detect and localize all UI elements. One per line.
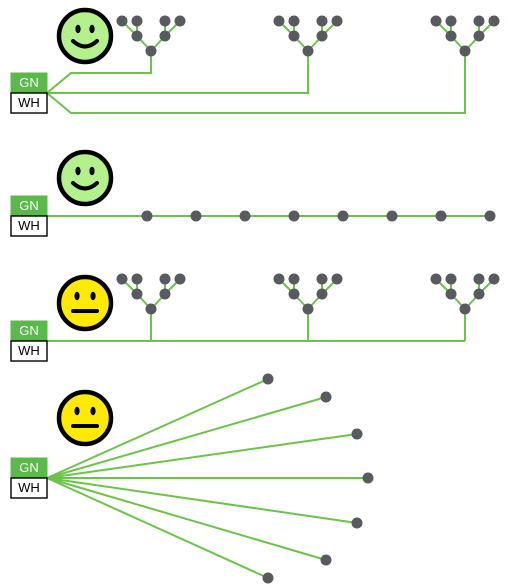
panel-3-tree-1-leaf-node-3 xyxy=(159,273,171,285)
panel-3-tree-3-branch-node-1 xyxy=(445,288,457,300)
panel-2-chain-node-7 xyxy=(435,210,447,222)
panel-2-chain-node-2 xyxy=(190,210,202,222)
panel-1-tree-2-branch-node-2 xyxy=(316,30,328,42)
wh-label-text: WH xyxy=(18,218,40,233)
panel-1-tree-3-branch-node-1 xyxy=(445,30,457,42)
happy-face-icon xyxy=(56,149,114,207)
panel-1-tree-1-root-node xyxy=(145,45,157,57)
panel-1-tree-3-leaf-node-3 xyxy=(473,15,485,27)
wh-label-box xyxy=(10,215,48,237)
panel-4-spoke-wire-6 xyxy=(46,477,327,561)
panel-2-chain-node-6 xyxy=(386,210,398,222)
wh-label-text: WH xyxy=(18,343,40,358)
wire-color-labels: GN WH xyxy=(10,320,48,362)
panel-1-tree-1-branch-node-2 xyxy=(159,30,171,42)
panel-1-tree-2-root-node xyxy=(302,45,314,57)
panel-1-tree-3-leaf-node-1 xyxy=(430,15,442,27)
panel-1-tree-2-leaf-node-1 xyxy=(273,15,285,27)
gn-label-text: GN xyxy=(19,75,39,90)
panel-1-tree-1-branch-node-1 xyxy=(131,30,143,42)
gn-label-text: GN xyxy=(19,198,39,213)
panel-3-tree-3-root-node xyxy=(459,303,471,315)
panel-4-star-node-4 xyxy=(362,472,374,484)
panel-2-chain-node-1 xyxy=(141,210,153,222)
panel-4-star-node-7 xyxy=(262,572,274,584)
wh-label-text: WH xyxy=(18,95,40,110)
panel-1-tree-3-leaf-node-4 xyxy=(488,15,500,27)
panel-4-spoke-wire-7 xyxy=(46,477,269,579)
panel-4-spoke-wire-1 xyxy=(46,378,269,479)
panel-4-star-node-1 xyxy=(262,373,274,385)
panel-3-tree-3-leaf-node-1 xyxy=(430,273,442,285)
panel-3-tree-1-leaf-node-4 xyxy=(174,273,186,285)
panel-1-tree-1-leaf-node-2 xyxy=(131,15,143,27)
wh-label-text: WH xyxy=(18,480,40,495)
panel-3-tree-1-branch-node-1 xyxy=(131,288,143,300)
wire-color-labels: GN WH xyxy=(10,457,48,499)
faces-layer xyxy=(56,7,114,447)
panel-3-tree-2-leaf-node-3 xyxy=(316,273,328,285)
gn-label-text: GN xyxy=(19,323,39,338)
wire-color-labels: GN WH xyxy=(10,195,48,237)
wh-label-box xyxy=(10,477,48,499)
panel-1-tree-2-leaf-node-4 xyxy=(331,15,343,27)
panel-2-chain-node-5 xyxy=(337,210,349,222)
panel-3-tree-2-branch-node-2 xyxy=(316,288,328,300)
panel-3-tree-1-branch-node-2 xyxy=(159,288,171,300)
panel-3-tree-2-branch-node-1 xyxy=(288,288,300,300)
panel-3-tree-1-root-node xyxy=(145,303,157,315)
panel-2-chain-node-8 xyxy=(484,210,496,222)
wh-label-box xyxy=(10,340,48,362)
panel-3-tree-2-leaf-node-1 xyxy=(273,273,285,285)
panel-4-star-node-6 xyxy=(320,554,332,566)
gn-label-text: GN xyxy=(19,460,39,475)
nodes-layer xyxy=(116,15,500,584)
panel-4-spoke-wire-3 xyxy=(46,433,358,479)
panel-1-tree-3-branch-node-2 xyxy=(473,30,485,42)
panel-1-tree-3-root-node xyxy=(459,45,471,57)
panel-1-feeder-wire-3 xyxy=(46,51,466,114)
panel-3-tree-3-branch-node-2 xyxy=(473,288,485,300)
panel-3-tree-3-leaf-node-3 xyxy=(473,273,485,285)
panel-2-chain-node-3 xyxy=(239,210,251,222)
neutral-face-icon xyxy=(56,274,114,332)
wh-label-box xyxy=(10,92,48,114)
panel-3-tree-1-leaf-node-1 xyxy=(116,273,128,285)
labels-layer: GN WH GN WH GN WH GN WH xyxy=(10,72,48,499)
panel-1-tree-1-leaf-node-3 xyxy=(159,15,171,27)
panel-4-spoke-wire-5 xyxy=(46,477,358,524)
panel-1-feeder-wire-2 xyxy=(47,51,309,94)
panel-3-tree-1-leaf-node-2 xyxy=(131,273,143,285)
panel-4-star-node-5 xyxy=(351,517,363,529)
panel-1-tree-3-leaf-node-2 xyxy=(445,15,457,27)
panel-3-tree-3-leaf-node-4 xyxy=(488,273,500,285)
panel-3-tree-3-leaf-node-2 xyxy=(445,273,457,285)
panel-1-feeder-wire-1 xyxy=(46,51,152,94)
panel-3-tree-2-leaf-node-4 xyxy=(331,273,343,285)
panel-2-chain-node-4 xyxy=(288,210,300,222)
panel-1-tree-1-leaf-node-1 xyxy=(116,15,128,27)
panel-3-tree-2-root-node xyxy=(302,303,314,315)
wires-layer xyxy=(46,20,495,579)
panel-1-tree-1-leaf-node-4 xyxy=(174,15,186,27)
neutral-face-icon xyxy=(56,389,114,447)
wire-color-labels: GN WH xyxy=(10,72,48,114)
panel-1-tree-2-leaf-node-3 xyxy=(316,15,328,27)
panel-1-tree-2-branch-node-1 xyxy=(288,30,300,42)
panel-1-tree-2-leaf-node-2 xyxy=(288,15,300,27)
panel-4-star-node-3 xyxy=(351,428,363,440)
panel-4-spoke-wire-2 xyxy=(46,396,327,479)
panel-4-star-node-2 xyxy=(320,391,332,403)
panel-3-tree-2-leaf-node-2 xyxy=(288,273,300,285)
happy-face-icon xyxy=(56,7,114,65)
